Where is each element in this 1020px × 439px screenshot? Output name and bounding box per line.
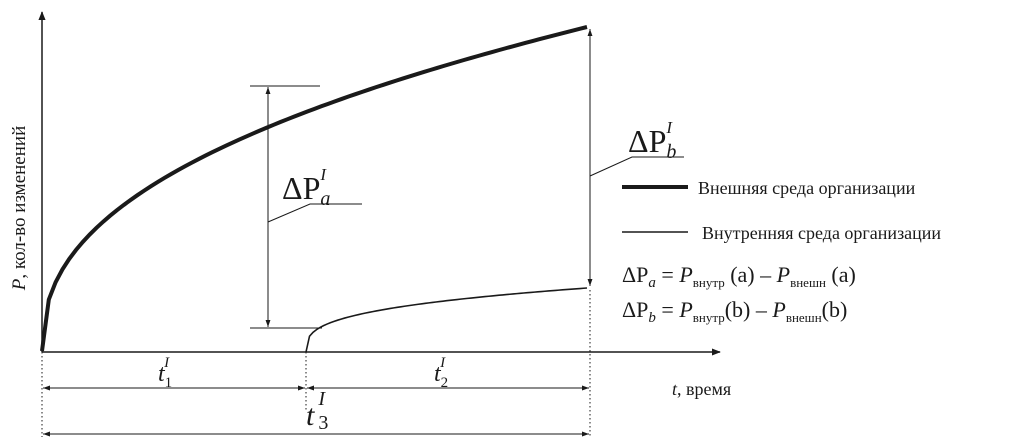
y-axis-label: P, кол-во изменений — [9, 126, 30, 292]
legend: Внешняя среда организации Внутренняя сре… — [622, 178, 941, 243]
external-environment-curve — [40, 25, 588, 352]
legend-internal-label: Внутренняя среда организации — [702, 223, 941, 243]
delta-a-leader — [267, 203, 362, 223]
formula-delta-a: ΔPa = Pвнутр (a) – Pвнешн (a) — [622, 262, 856, 291]
t1-label: t1I — [158, 355, 172, 391]
x-axis-label: t, время — [672, 379, 731, 399]
delta-b-leader — [589, 156, 684, 177]
formula-delta-b: ΔPb = Pвнутр(b) – Pвнешн(b) — [622, 297, 847, 326]
delta-a-label: ΔPaI — [282, 165, 330, 210]
internal-environment-curve — [305, 287, 588, 353]
t2-label: t2I — [434, 355, 448, 391]
delta-b-label: ΔPbI — [628, 118, 676, 163]
legend-external-label: Внешняя среда организации — [698, 178, 916, 198]
